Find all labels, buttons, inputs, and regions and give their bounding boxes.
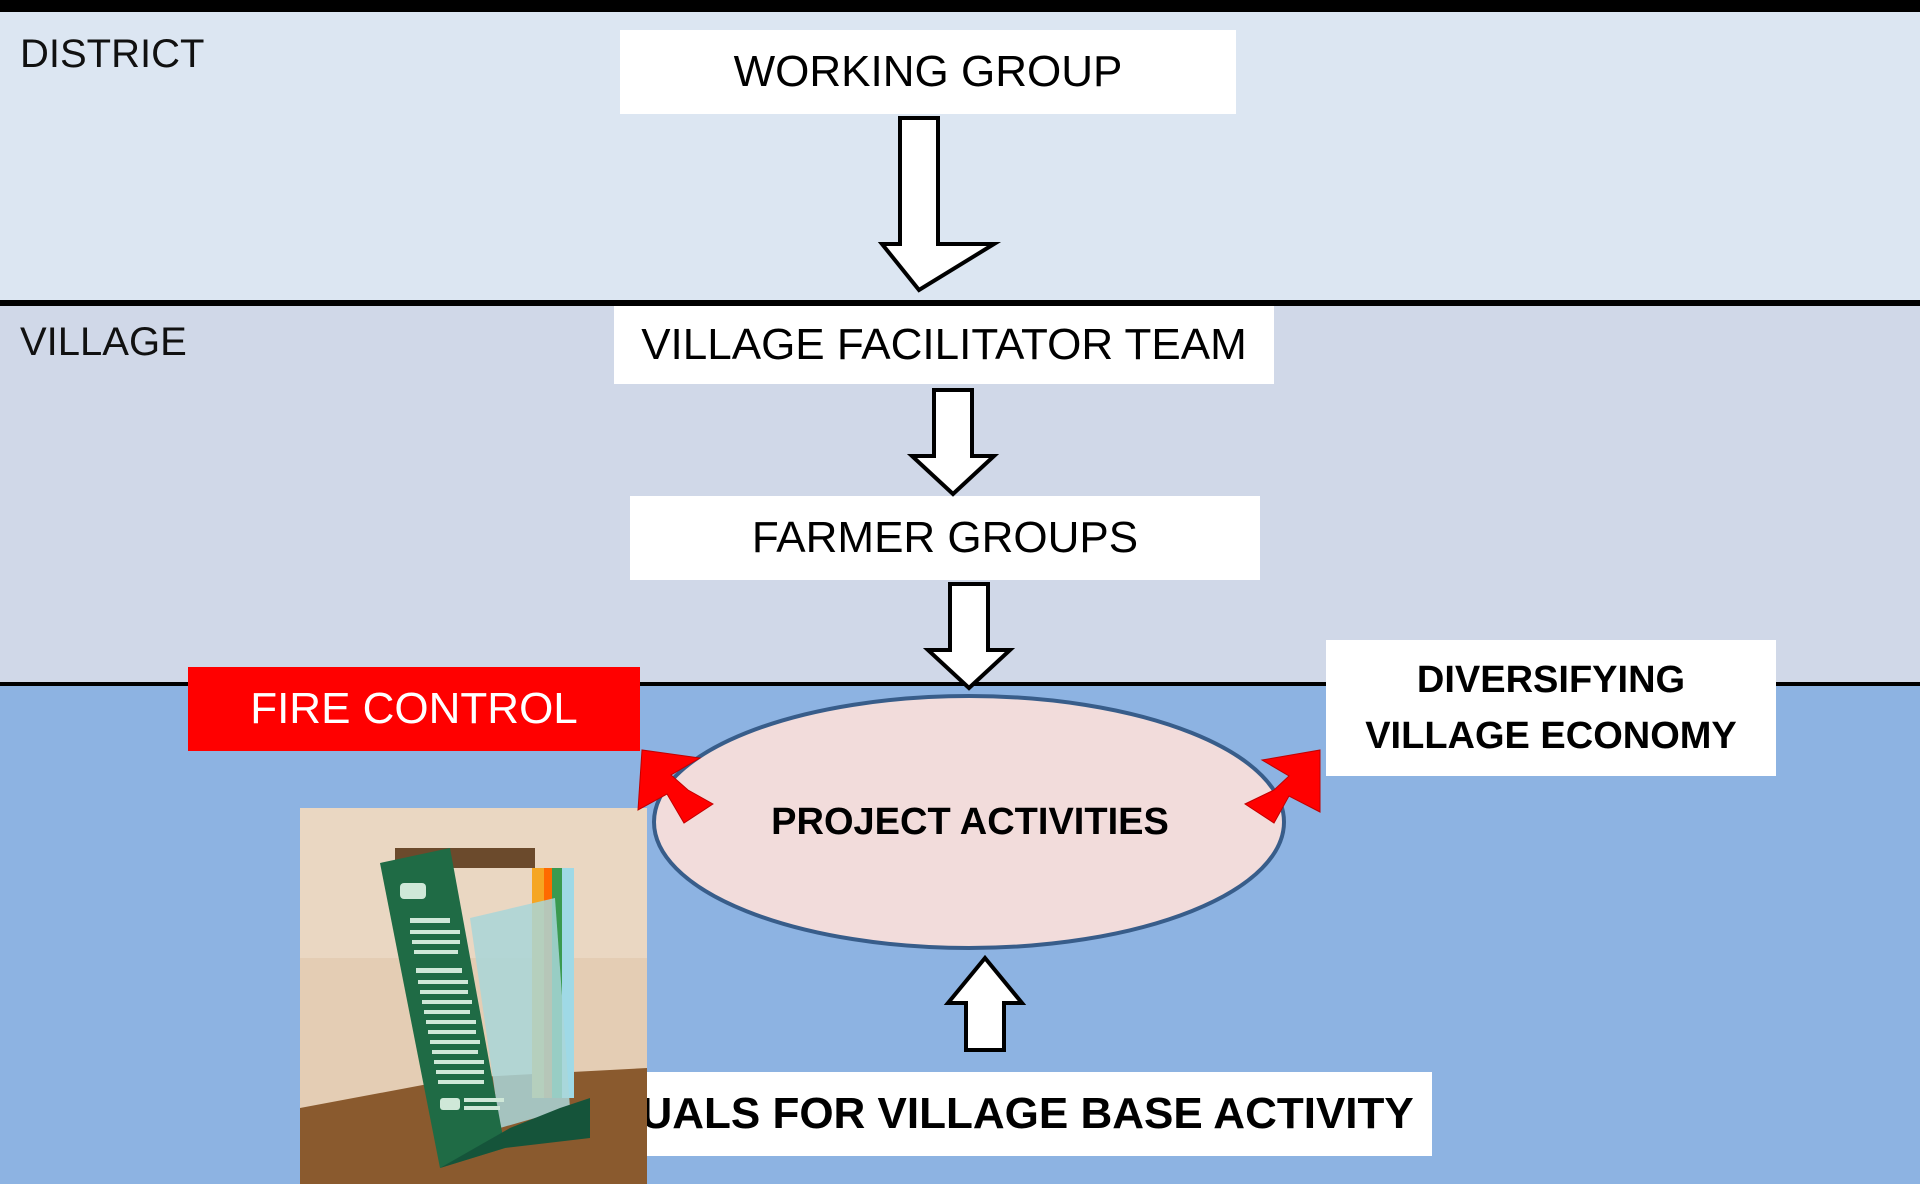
project-activities-label: PROJECT ACTIVITIES <box>771 800 1169 843</box>
fire-control-label: FIRE CONTROL <box>250 684 578 733</box>
manuals-label: MANUALS FOR VILLAGE BASE ACTIVITY <box>540 1089 1414 1138</box>
project-activities-ellipse <box>652 694 1286 950</box>
working-group-box: WORKING GROUP <box>620 30 1236 114</box>
village-facilitator-team-box: VILLAGE FACILITATOR TEAM <box>614 306 1274 384</box>
diversifying-line-2: VILLAGE ECONOMY <box>1365 715 1737 757</box>
red-arrow-diversifying <box>1243 749 1321 824</box>
project-activities-box: PROJECT ACTIVITIES <box>700 790 1240 854</box>
village-facilitator-team-label: VILLAGE FACILITATOR TEAM <box>641 320 1247 369</box>
arrow-down-2 <box>906 388 1000 497</box>
manuals-box: MANUALS FOR VILLAGE BASE ACTIVITY <box>522 1072 1432 1156</box>
red-arrow-fire-control <box>637 749 714 824</box>
diversifying-village-economy-box: DIVERSIFYING VILLAGE ECONOMY <box>1326 640 1776 776</box>
fire-control-box: FIRE CONTROL <box>188 667 640 751</box>
arrow-down-1 <box>877 116 1002 293</box>
arrow-down-3 <box>922 582 1016 691</box>
working-group-label: WORKING GROUP <box>733 47 1123 96</box>
district-label: DISTRICT <box>20 32 205 76</box>
village-label: VILLAGE <box>20 320 187 364</box>
manual-box-photo <box>300 808 647 1184</box>
arrow-up <box>943 954 1027 1052</box>
farmer-groups-label: FARMER GROUPS <box>751 513 1139 562</box>
farmer-groups-box: FARMER GROUPS <box>630 496 1260 580</box>
diversifying-line-1: DIVERSIFYING <box>1416 659 1686 701</box>
